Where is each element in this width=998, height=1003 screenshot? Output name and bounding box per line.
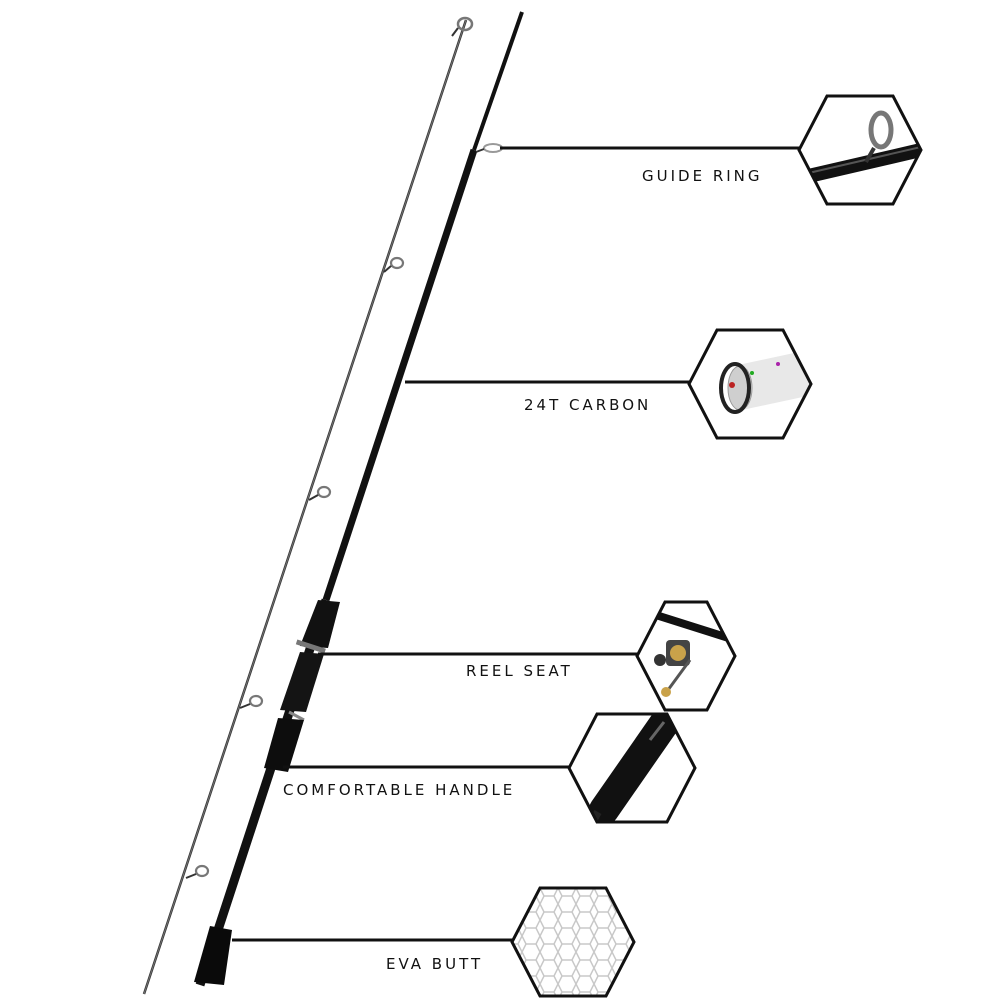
handle-grip-closeup-icon	[567, 712, 697, 824]
reel-seat-label: REEL SEAT	[466, 662, 573, 680]
reel-seat-body	[280, 652, 324, 722]
eva-butt-cap	[194, 926, 232, 985]
guide-ring-icon	[308, 485, 332, 501]
guide-ring-icon	[451, 16, 474, 37]
comfortable-handle-label: COMFORTABLE HANDLE	[283, 781, 516, 799]
guide-ring-icon	[185, 864, 210, 879]
spinning-reel-closeup-icon	[635, 600, 737, 712]
thin-rod-guides	[185, 16, 474, 879]
fore-grip	[295, 600, 340, 654]
rod-main-blank	[195, 11, 524, 987]
rod-tip-section	[142, 19, 468, 995]
eva-butt-label: EVA BUTT	[386, 955, 484, 973]
guide-ring-icon	[239, 694, 264, 709]
carbon-layers-closeup-icon	[687, 328, 813, 440]
rear-handle	[264, 718, 304, 772]
leader-lines	[232, 146, 800, 942]
guide-ring-icon	[383, 256, 405, 273]
main-rod-guide-icon	[475, 143, 503, 153]
carbon-label: 24T CARBON	[524, 396, 652, 414]
guide-ring-label: GUIDE RING	[642, 167, 763, 185]
eva-mesh-closeup-icon	[510, 886, 636, 998]
guide-ring-closeup-icon	[797, 94, 923, 206]
